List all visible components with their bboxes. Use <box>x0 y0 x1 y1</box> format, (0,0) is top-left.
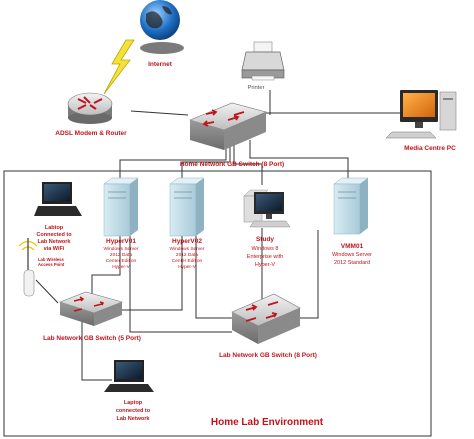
hyperv01-node: HyperV01 Windows Server 2012 Data Center… <box>103 177 139 270</box>
laptop-wired-icon <box>116 362 142 379</box>
laptop-wifi-label-4: via WiFi <box>44 246 65 252</box>
hyperv02-label: HyperV02 <box>172 238 202 245</box>
connection-lines <box>35 90 400 381</box>
wire-hyperv02-labswitch8 <box>195 235 232 319</box>
wire-hyperv02-labswitch5 <box>122 228 183 311</box>
hyperv02-desc-2: 2012 Data <box>176 252 198 258</box>
hyperv02-desc-3: Center Edition <box>172 258 203 264</box>
router-icon <box>67 92 113 116</box>
wire-hyperv01-labswitch8 <box>129 220 232 333</box>
lab-switch-8-node: Lab Network GB Switch (8 Port) <box>219 293 317 359</box>
media-keyboard <box>385 131 437 139</box>
study-node: Study Windows 8 Enterprise with Hyper-V <box>243 189 291 268</box>
wire-homeswitch-hyperv01 <box>119 140 227 180</box>
wire-vmm01-labswitch8 <box>300 230 319 319</box>
media-screen <box>403 93 435 117</box>
printer-icon <box>241 51 285 71</box>
study-label: Study <box>256 236 274 243</box>
wireless-bolt-icon <box>103 39 135 95</box>
adsl-router-label: ADSL Modem & Router <box>55 130 127 137</box>
wire-adsl-homeswitch <box>130 110 189 116</box>
lab-switch-5-arrows <box>73 296 105 312</box>
internet-node: Internet <box>140 0 184 68</box>
media-pc-label: Media Centre PC <box>404 145 456 152</box>
lab-switch-8-side-left <box>232 312 258 344</box>
hyperv01-desc-3: Center Edition <box>106 258 137 264</box>
lab-switch-5-node: Lab Network GB Switch (5 Port) <box>43 291 141 342</box>
media-stand <box>415 122 423 128</box>
printer-output <box>251 75 275 81</box>
hyperv01-label: HyperV01 <box>106 238 136 245</box>
vmm01-label: VMM01 <box>341 243 364 250</box>
printer-node: Printer <box>241 41 285 91</box>
access-point-label-1: Lab Wireless <box>38 257 64 262</box>
vmm01-side <box>360 178 368 234</box>
study-desc-1: Windows 8 <box>252 246 279 252</box>
vmm01-desc-1: Windows Server <box>332 252 372 258</box>
home-switch-arrows <box>202 109 245 127</box>
vmm01-node: VMM01 Windows Server 2012 Standard <box>332 177 372 266</box>
laptop-wired-label-2: connected to <box>116 408 151 414</box>
wire-homeswitch-hyperv02 <box>181 140 231 182</box>
wire-homeswitch-study <box>233 140 263 185</box>
lab-switch-5-label: Lab Network GB Switch (5 Port) <box>43 335 141 342</box>
home-lab-environment-frame <box>3 170 432 437</box>
globe-shadow <box>140 42 184 54</box>
continents-shape <box>146 6 172 29</box>
hyperv02-side <box>196 178 204 236</box>
home-switch-node: Home Network GB Switch (8 Port) <box>180 102 284 168</box>
laptop-wifi-label-3: Lab Network <box>37 239 71 245</box>
laptop-wifi-icon <box>44 184 70 201</box>
adsl-router-node: ADSL Modem & Router <box>55 92 127 137</box>
hyperv02-desc-1: Windows Server <box>170 246 205 252</box>
printer-label: Printer <box>247 85 264 91</box>
home-switch-label: Home Network GB Switch (8 Port) <box>180 161 284 168</box>
laptop-wifi-label-2: Connected to <box>36 232 72 238</box>
media-pc-node: Media Centre PC <box>385 90 457 152</box>
laptop-wired-node: Laptop connected to Lab Network <box>104 360 154 422</box>
study-keyboard <box>249 220 291 228</box>
hyperv01-desc-4: Hyper-V <box>112 264 130 270</box>
vmm01-server-icon <box>333 183 361 235</box>
router-arrows <box>77 96 103 110</box>
printer-paper <box>253 41 273 53</box>
vmm01-desc-2: 2012 Standard <box>334 260 370 266</box>
study-desc-2: Enterprise with <box>247 254 283 260</box>
hyperv01-desc-1: Windows Server <box>104 246 139 252</box>
wire-labswitch5-laptop <box>81 320 112 381</box>
wire-ap-labswitch5 <box>35 279 59 304</box>
hyperv02-server-icon <box>169 183 197 237</box>
wire-homeswitch-vmm01 <box>249 140 349 180</box>
lab-switch-8-label: Lab Network GB Switch (8 Port) <box>219 352 317 359</box>
drive-bay <box>443 98 453 100</box>
study-monitor-stand <box>266 214 272 219</box>
media-pc-tower-icon <box>439 91 457 131</box>
lab-switch-5-side-right <box>94 302 122 326</box>
home-lab-environment-label: Home Lab Environment <box>211 417 324 428</box>
laptop-wifi-label-1: Labtop <box>45 225 64 231</box>
wire-hyperv01-labswitch5 <box>91 236 121 295</box>
laptop-wired-label-1: Laptop <box>124 400 143 406</box>
laptop-wired-base <box>104 384 154 392</box>
access-point-node: Lab Wireless Access Point <box>18 238 65 297</box>
internet-label: Internet <box>148 61 173 68</box>
lab-switch-8-side-right <box>258 308 300 344</box>
lab-switch-5-side-left <box>60 302 94 326</box>
access-point-label-2: Access Point <box>38 262 65 267</box>
hyperv02-desc-4: Hyper-V <box>178 264 196 270</box>
laptop-wifi-node: Labtop Connected to Lab Network via WiFi <box>34 182 82 252</box>
router-bottom <box>68 112 112 124</box>
hyperv01-desc-2: 2012 Data <box>110 252 132 258</box>
hyperv02-node: HyperV02 Windows Server 2012 Data Center… <box>169 177 205 270</box>
study-monitor-icon <box>256 194 282 211</box>
access-point-icon <box>23 269 35 297</box>
laptop-wired-label-3: Lab Network <box>116 416 150 422</box>
hyperv01-side <box>130 178 138 236</box>
lab-switch-8-arrows <box>245 301 279 322</box>
home-switch-side-right <box>224 112 266 150</box>
laptop-wifi-base <box>34 206 82 216</box>
study-desc-3: Hyper-V <box>255 262 276 268</box>
home-switch-side-left <box>190 120 224 150</box>
